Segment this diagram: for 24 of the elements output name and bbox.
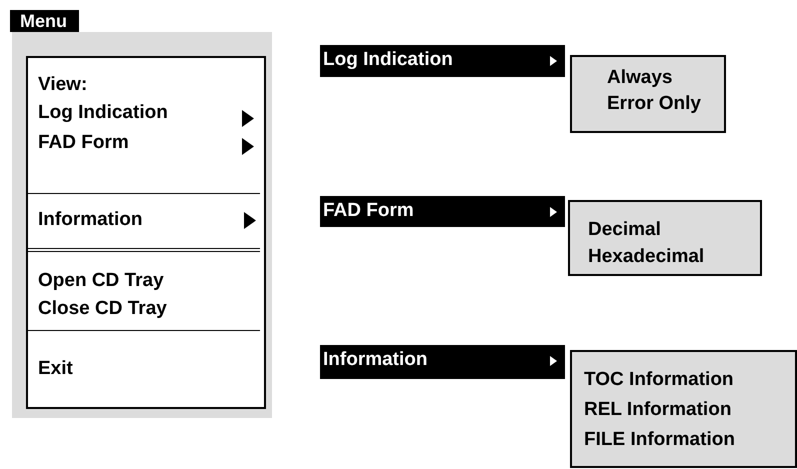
menu-item: Open CD Tray bbox=[38, 270, 164, 292]
menu-item: FILE Information bbox=[584, 429, 735, 451]
menu-item: Close CD Tray bbox=[38, 298, 167, 320]
menu-item: View: bbox=[38, 74, 88, 96]
menu-item: FAD Form bbox=[323, 200, 414, 222]
submenu-panel bbox=[570, 350, 797, 468]
menu-item: Hexadecimal bbox=[588, 246, 704, 268]
menu-item: Exit bbox=[38, 358, 73, 380]
menu-item: FAD Form bbox=[38, 132, 129, 154]
menu-title: Menu bbox=[10, 10, 79, 32]
submenu-panel bbox=[568, 200, 762, 276]
menu-item: TOC Information bbox=[584, 369, 734, 391]
submenu-panel bbox=[570, 55, 726, 133]
menu-item: Information bbox=[38, 209, 142, 231]
menu-item: Log Indication bbox=[38, 102, 168, 124]
submenu-header-bar bbox=[320, 345, 565, 379]
menu-item: Decimal bbox=[588, 219, 661, 241]
menu-item: Error Only bbox=[607, 93, 701, 115]
menu-item: Always bbox=[607, 67, 672, 89]
submenu-header-bar bbox=[320, 196, 565, 227]
menu-item: REL Information bbox=[584, 399, 732, 421]
menu-item: Log Indication bbox=[323, 49, 453, 71]
submenu-header-bar bbox=[320, 45, 565, 77]
menu-item: Information bbox=[323, 349, 428, 371]
